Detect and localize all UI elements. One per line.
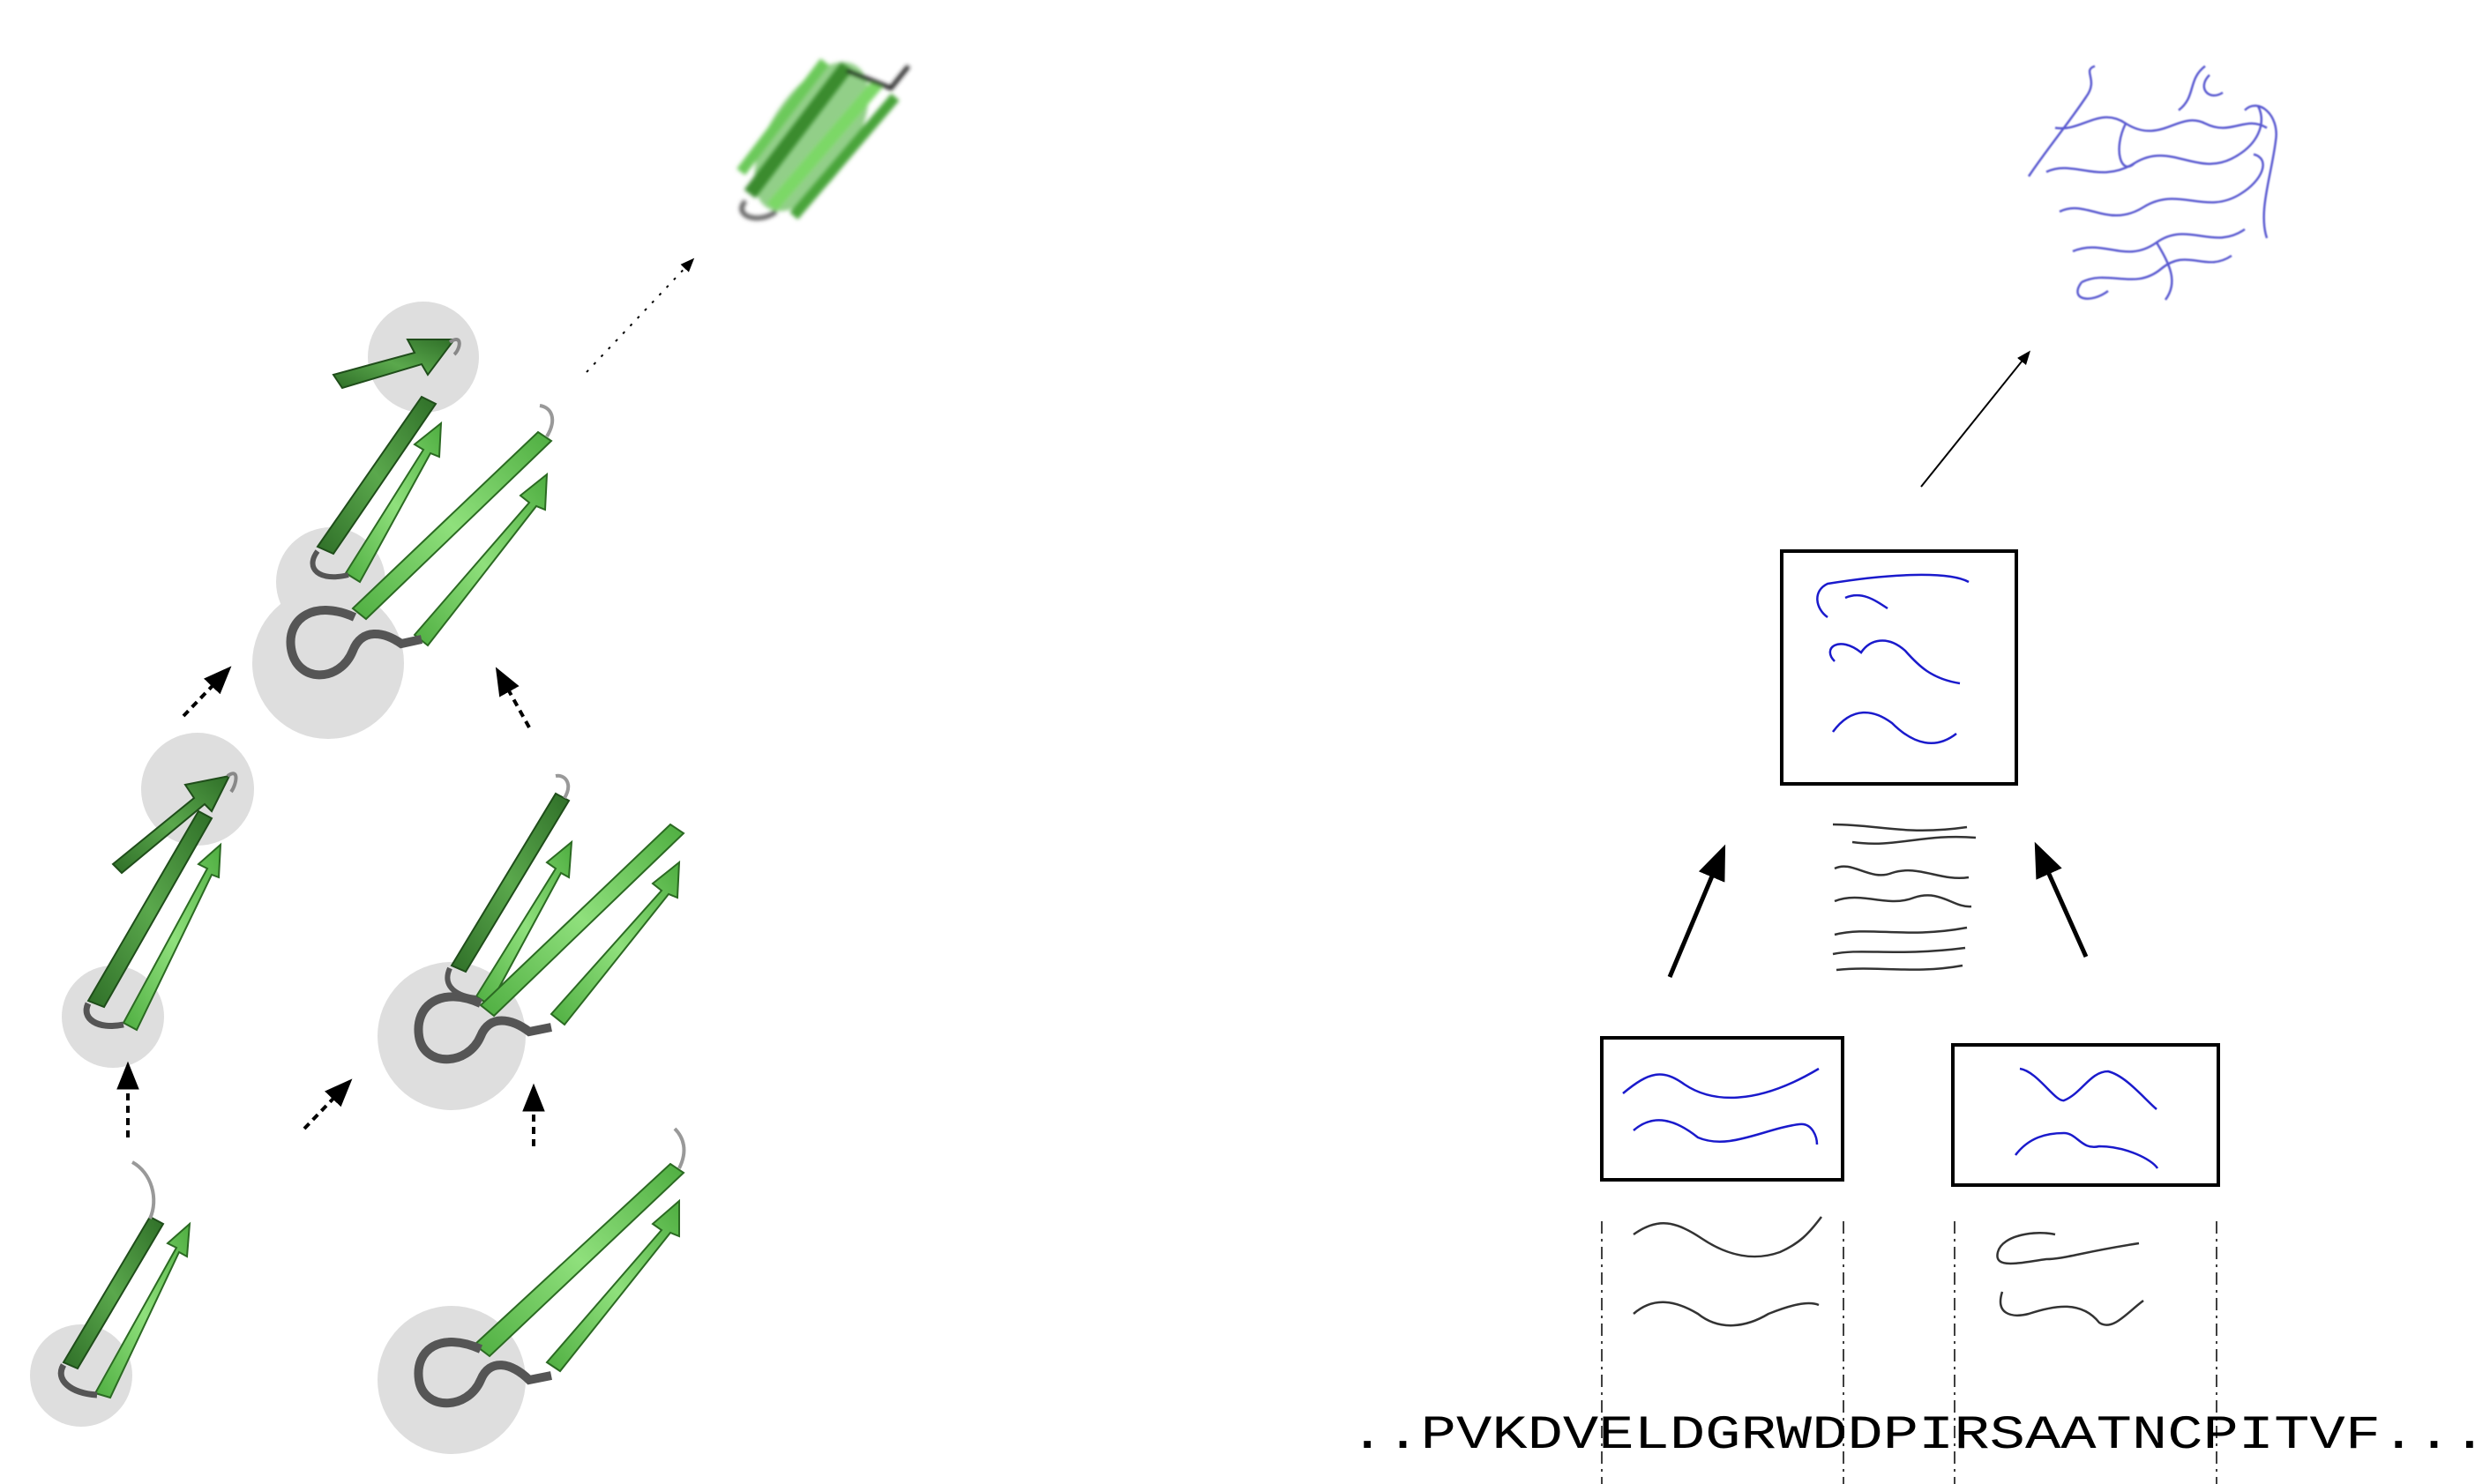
beta-strand-arrow [545,1198,680,1373]
fragment-box [1951,1043,2220,1187]
beta-strand-arrow [122,842,222,1032]
fragment-curve [1622,1067,1820,1100]
fragment-curve [1831,711,1957,744]
assembly-arrow [1667,844,1726,978]
protein-sequence: ..PVKDVELDGRWDDPIRSAATNCPITVF... [1350,1409,2487,1463]
beta-strand-arrow [111,774,231,875]
hairpin-bottom-right [378,1127,686,1454]
dotted-arrow [586,257,695,373]
beta-strand-arrow [475,839,573,1007]
beta-strand [316,395,437,556]
final-folded-structure-left [737,58,910,220]
loop [286,606,423,680]
loop-tail [131,1160,156,1219]
fragment-box-top [1780,549,2018,786]
beta-strand [479,823,685,1018]
loop-tail [226,772,238,794]
segment-boundaries [1601,1221,2217,1484]
right-fragment-assembly: ..PVKDVELDGRWDDPIRSAATNCPITVF... [1350,64,2487,1484]
beta-strand [473,1162,685,1358]
loop-tail [539,404,555,438]
fragment-box-right [1951,1043,2220,1187]
loop [310,549,349,580]
left-folding-pathway [30,58,910,1454]
beta-strand-arrow [550,860,681,1026]
beta-strand-arrow [93,1221,191,1399]
dashed-arrow [182,666,232,718]
fragment-curve [2015,1131,2159,1169]
assembly-arrow [1920,350,2031,488]
beta-strand [450,792,571,973]
hairpin-top-combined [252,302,555,739]
loop-tail [673,1127,686,1169]
hairpin-mid-left [62,733,254,1068]
fragment-box [1600,1036,1844,1182]
final-structure-trace [2027,64,2277,301]
pathway-arrows [116,666,545,1146]
beta-strand-arrow [413,472,549,647]
loop-tail [555,773,571,800]
loop-tail [448,338,461,356]
beta-strand [86,809,213,1009]
assembly-arrow [2034,841,2089,958]
beta-strand-arrow [344,421,443,584]
fragment-curve [2019,1067,2157,1110]
loop [445,966,477,1001]
loop [83,1002,124,1029]
candidate-fragments-lower [1633,1216,2144,1327]
hairpin-mid-right [378,773,685,1110]
beta-strand [62,1215,165,1370]
fragment-box-left [1600,1036,1844,1182]
dashed-arrow [303,1078,353,1130]
contact-halo [62,966,164,1068]
fragment-curve [1633,1119,1819,1145]
beta-strand [351,430,553,621]
loop [414,992,552,1064]
fragment-curve [1828,639,1961,685]
fragment-curve [1816,573,1970,619]
fragment-box [1780,549,2018,786]
hairpin-bottom-left [30,1160,191,1427]
candidate-fragments [1832,823,1977,972]
beta-strand-arrow [332,339,456,390]
loop [414,1338,552,1408]
loop [57,1363,98,1398]
dashed-arrow [495,667,531,728]
contact-halo [30,1324,132,1427]
